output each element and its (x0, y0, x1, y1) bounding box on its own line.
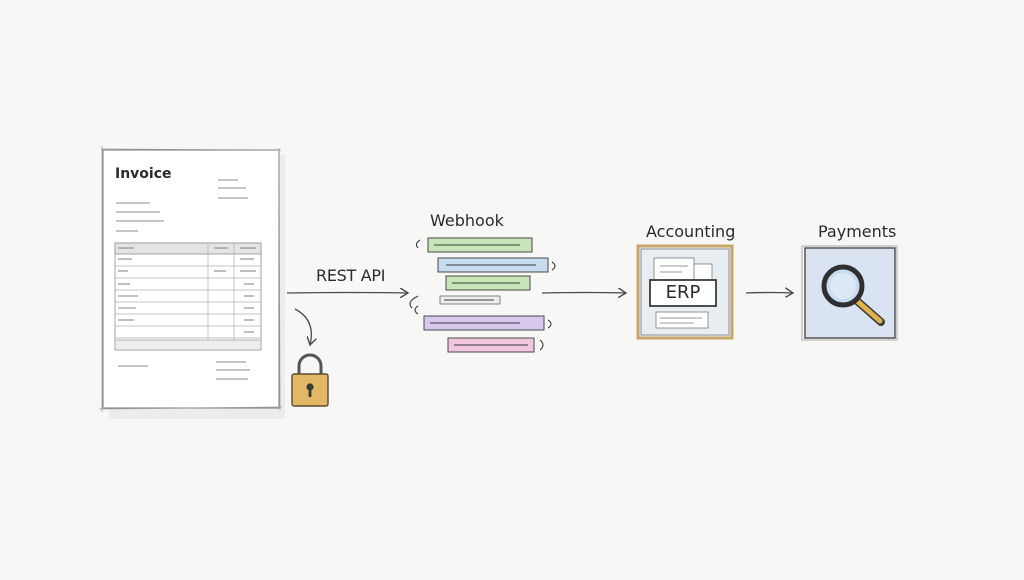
invoice-title: Invoice (115, 166, 172, 182)
payments-panel (801, 245, 898, 341)
invoice-document (98, 146, 285, 419)
magnifying-glass-icon (821, 264, 885, 326)
arrow-accounting-to-payments (745, 293, 793, 294)
webhook-title: Webhook (430, 211, 504, 230)
connector-arrows (286, 293, 793, 346)
arrow-invoice-to-lock (294, 308, 311, 345)
arrow-invoice-to-webhook (286, 293, 408, 294)
webhook-stack (409, 237, 556, 353)
padlock-icon (291, 353, 329, 407)
payments-title: Payments (818, 222, 897, 241)
accounting-erp-panel (636, 244, 734, 340)
erp-label: ERP (665, 282, 701, 303)
arrow-webhook-to-accounting (541, 293, 626, 294)
accounting-title: Accounting (646, 222, 736, 241)
rest-api-label: REST API (316, 266, 386, 285)
